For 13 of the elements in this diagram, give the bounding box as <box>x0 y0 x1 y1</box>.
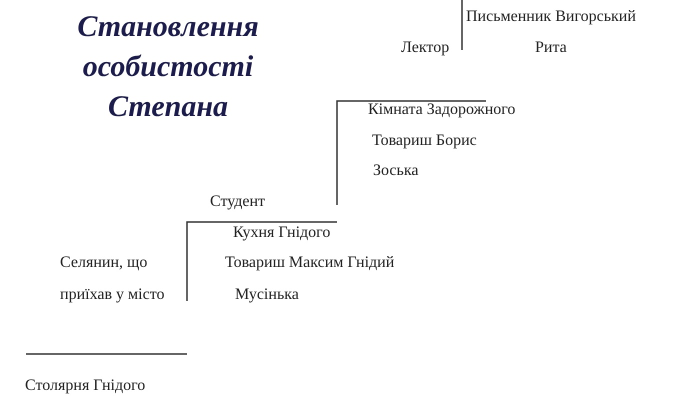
title: Становлення особистості Степана <box>76 9 260 125</box>
place-label: Столярня Гнідого <box>25 376 146 395</box>
person-label: Товариш Максим Гнідий <box>225 253 394 272</box>
person-label: Рита <box>535 38 567 57</box>
place-label: Кімната Задорожного <box>368 100 516 119</box>
stage-label: Селянин, що приїхав у місто <box>60 253 166 305</box>
stage-label: Лектор <box>401 38 450 57</box>
stage-label: Студент <box>210 192 266 211</box>
place-label: Кухня Гнідого <box>233 223 330 242</box>
person-label: Зоська <box>373 161 418 180</box>
person-label: Письменник Вигорський <box>466 7 636 26</box>
person-label: Мусінька <box>235 285 299 304</box>
person-label: Товариш Борис <box>372 131 477 150</box>
